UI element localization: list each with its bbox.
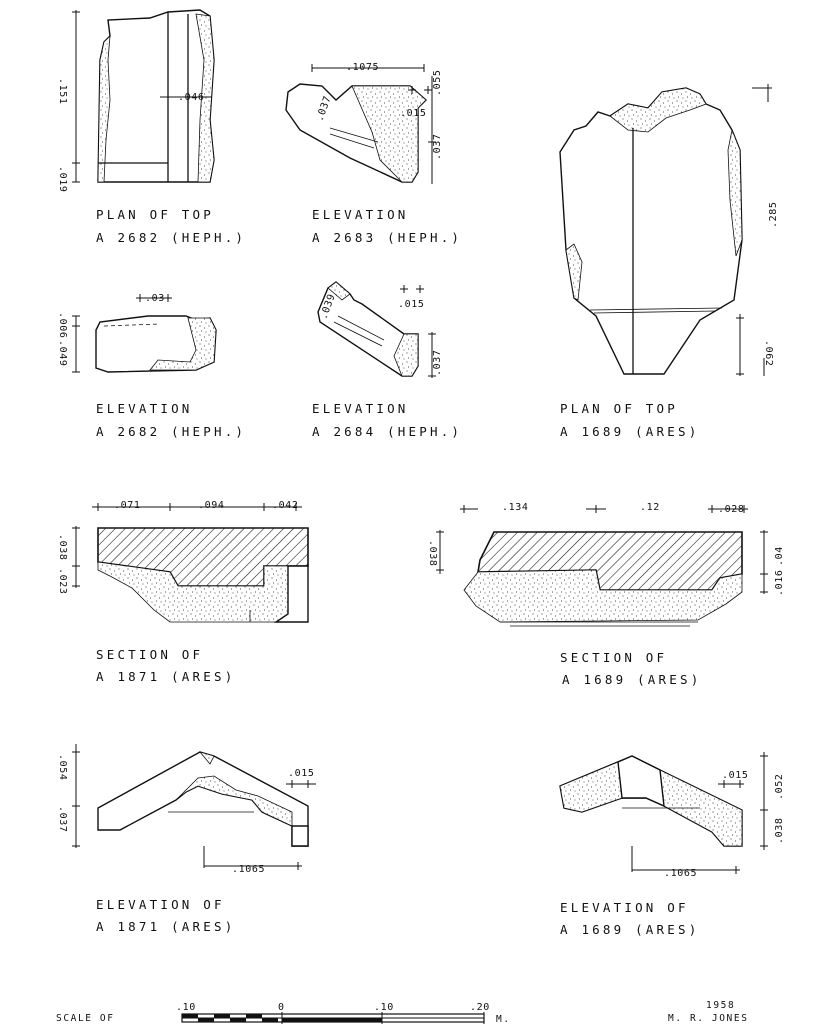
elev-a2683-dim-4: .037 xyxy=(432,134,443,160)
section-a1871-dim-3: .042 xyxy=(272,500,298,511)
section-a1689-caption-2: A 1689 (ARES) xyxy=(562,672,701,687)
section-a1871-caption-2: A 1871 (ARES) xyxy=(96,669,235,684)
elev-of-a1689-caption-2: A 1689 (ARES) xyxy=(560,922,699,937)
section-a1871-dim-4: .038 xyxy=(57,534,68,560)
elev-of-a1871-drawing xyxy=(72,744,316,870)
credit-author: M. R. JONES xyxy=(668,1013,749,1024)
scale-bar xyxy=(181,1012,485,1024)
elev-a2684-drawing xyxy=(317,281,436,378)
section-a1689-dim-1: .134 xyxy=(502,502,528,513)
elev-a2682-dim-1: .03 xyxy=(145,293,165,304)
elev-of-a1871-dim-1: .015 xyxy=(288,768,314,779)
scale-label: SCALE OF xyxy=(56,1013,115,1024)
elev-a2682-caption-2: A 2682 (HEPH.) xyxy=(96,424,246,439)
plan-top-a2682-drawing xyxy=(72,9,215,183)
elev-a2683-dim-1: .1075 xyxy=(346,62,379,73)
elev-a2684-caption-2: A 2684 (HEPH.) xyxy=(312,424,462,439)
elev-a2683-caption-2: A 2683 (HEPH.) xyxy=(312,230,462,245)
elev-a2683-dim-2: .015 xyxy=(400,108,426,119)
plan-top-a2682-dim-2: .019 xyxy=(57,166,68,192)
scale-tick-1: .10 xyxy=(176,1002,196,1013)
section-a1871-dim-5: .023 xyxy=(57,568,68,594)
elev-of-a1689-caption-1: ELEVATION OF xyxy=(560,900,689,915)
plan-top-a1689-caption-1: PLAN OF TOP xyxy=(560,401,678,416)
elev-a2682-drawing xyxy=(72,294,217,373)
plan-top-a1689-drawing xyxy=(559,84,772,376)
elev-of-a1689-dim-2: .052 xyxy=(774,774,785,800)
section-a1689-dim-2: .12 xyxy=(640,502,660,513)
plan-top-a1689-caption-2: A 1689 (ARES) xyxy=(560,424,699,439)
plan-top-a2682-caption-2: A 2682 (HEPH.) xyxy=(96,230,246,245)
section-a1871-dim-1: .071 xyxy=(114,500,140,511)
plan-top-a1689-dim-2: .062 xyxy=(763,340,774,366)
elev-of-a1871-dim-4: .1065 xyxy=(232,864,265,875)
scale-tick-2: 0 xyxy=(278,1002,285,1013)
elev-a2682-dim-2: .006 xyxy=(57,312,68,338)
elev-of-a1871-dim-2: .054 xyxy=(57,754,68,780)
section-a1871-drawing xyxy=(72,503,309,623)
section-a1689-dim-5: .04 xyxy=(774,546,785,566)
scale-tick-3: .10 xyxy=(374,1002,394,1013)
plan-top-a2682-dim-1: .151 xyxy=(57,78,68,104)
elev-a2683-drawing xyxy=(285,64,436,184)
section-a1689-dim-4: .038 xyxy=(427,540,438,566)
elev-a2682-caption-1: ELEVATION xyxy=(96,401,193,416)
elev-of-a1871-caption-2: A 1871 (ARES) xyxy=(96,919,235,934)
scale-unit: M. xyxy=(496,1014,511,1024)
section-a1689-dim-3: .028 xyxy=(718,504,744,515)
elev-a2682-dim-3: .049 xyxy=(57,340,68,366)
elev-a2684-dim-1: .015 xyxy=(398,299,424,310)
plan-top-a1689-dim-1: .285 xyxy=(768,202,779,228)
scale-tick-4: .20 xyxy=(470,1002,490,1013)
plan-top-a2682-caption-1: PLAN OF TOP xyxy=(96,207,214,222)
plan-top-a2682-dim-3: .046 xyxy=(178,92,204,103)
section-a1689-caption-1: SECTION OF xyxy=(560,650,667,665)
elev-of-a1689-dim-3: .038 xyxy=(774,818,785,844)
credit-year: 1958 xyxy=(706,1000,735,1011)
elev-of-a1871-dim-3: .037 xyxy=(57,806,68,832)
section-a1689-dim-6: .016 xyxy=(774,570,785,596)
elev-a2683-caption-1: ELEVATION xyxy=(312,207,409,222)
elev-of-a1871-caption-1: ELEVATION OF xyxy=(96,897,225,912)
elev-of-a1689-dim-1: .015 xyxy=(722,770,748,781)
section-a1871-caption-1: SECTION OF xyxy=(96,647,203,662)
elev-of-a1689-drawing xyxy=(559,752,768,874)
elev-a2684-dim-3: .037 xyxy=(432,350,443,376)
elev-a2683-dim-3: .055 xyxy=(432,70,443,96)
section-a1689-drawing xyxy=(436,505,768,627)
section-a1871-dim-2: .094 xyxy=(198,500,224,511)
elev-of-a1689-dim-4: .1065 xyxy=(664,868,697,879)
elev-a2684-caption-1: ELEVATION xyxy=(312,401,409,416)
